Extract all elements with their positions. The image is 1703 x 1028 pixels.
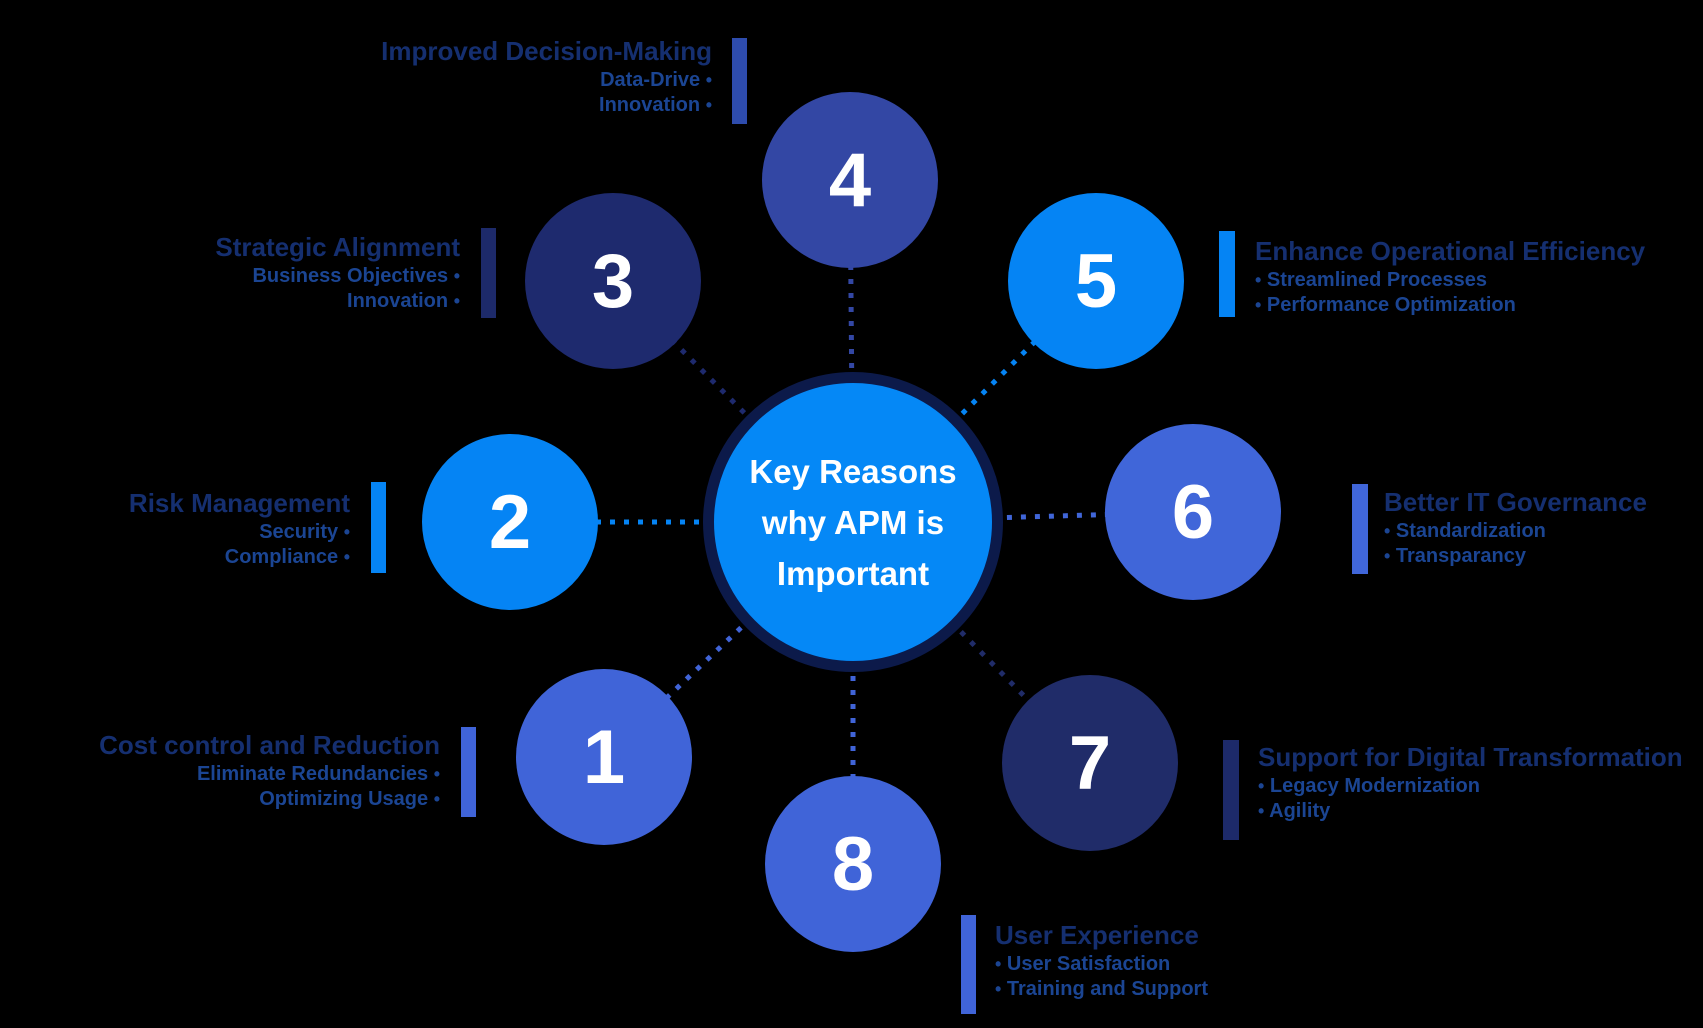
item-bullet: • User Satisfaction xyxy=(995,953,1171,975)
item-circle-3: 3 xyxy=(525,193,701,369)
item-label-1: Cost control and Reduction Eliminate Red… xyxy=(99,730,440,812)
accent-bar-4 xyxy=(732,38,747,124)
item-number-8: 8 xyxy=(831,821,875,907)
item-number-1: 1 xyxy=(582,714,626,800)
item-label-3: Strategic Alignment Business Objectives … xyxy=(215,232,460,314)
center-circle: Key Reasons why APM is Important xyxy=(703,372,1003,672)
item-bullet: • Transparancy xyxy=(1384,545,1526,567)
item-number-3: 3 xyxy=(591,238,635,324)
item-title-1: Cost control and Reduction xyxy=(99,730,440,760)
accent-bar-6 xyxy=(1352,484,1368,574)
item-bullet: • Legacy Modernization xyxy=(1258,775,1480,797)
item-label-8: User Experience • User Satisfaction • Tr… xyxy=(995,920,1208,1002)
accent-bar-7 xyxy=(1223,740,1239,840)
item-bullet: Innovation • xyxy=(599,94,712,116)
item-circle-8: 8 xyxy=(765,776,941,952)
center-title-line-3: Important xyxy=(776,554,930,592)
item-bullet: Innovation • xyxy=(347,290,460,312)
item-bullet: Data-Drive • xyxy=(600,69,712,91)
item-number-7: 7 xyxy=(1068,720,1112,806)
item-circle-4: 4 xyxy=(762,92,938,268)
item-bullet: Business Objectives • xyxy=(252,265,460,287)
item-label-2: Risk Management Security • Compliance • xyxy=(129,488,350,570)
item-bullet: Eliminate Redundancies • xyxy=(196,763,440,785)
item-number-6: 6 xyxy=(1171,469,1215,555)
item-circle-2: 2 xyxy=(422,434,598,610)
item-bullet: • Training and Support xyxy=(995,978,1208,1000)
item-bullet: Security • xyxy=(259,521,350,543)
item-label-4: Improved Decision-Making Data-Drive • In… xyxy=(381,36,712,118)
center-title-line-2: why APM is xyxy=(761,503,945,541)
accent-bar-5 xyxy=(1219,231,1235,317)
accent-bar-2 xyxy=(371,482,386,573)
item-title-4: Improved Decision-Making xyxy=(381,36,712,66)
item-circle-5: 5 xyxy=(1008,193,1184,369)
item-bullet: Compliance • xyxy=(224,546,350,568)
accent-bar-8 xyxy=(961,915,976,1014)
item-number-5: 5 xyxy=(1074,238,1118,324)
item-bullet: Optimizing Usage • xyxy=(259,788,440,810)
item-circle-6: 6 xyxy=(1105,424,1281,600)
item-bullet: • Streamlined Processes xyxy=(1255,269,1487,291)
item-title-3: Strategic Alignment xyxy=(215,232,460,262)
item-title-7: Support for Digital Transformation xyxy=(1258,742,1683,772)
item-number-4: 4 xyxy=(828,137,872,223)
item-bullet: • Performance Optimization xyxy=(1255,294,1516,316)
center-title-line-1: Key Reasons xyxy=(749,452,957,490)
item-label-5: Enhance Operational Efficiency • Streaml… xyxy=(1255,236,1645,318)
item-bullet: • Agility xyxy=(1258,800,1331,822)
item-title-8: User Experience xyxy=(995,920,1199,950)
accent-bar-3 xyxy=(481,228,496,318)
item-bullet: • Standardization xyxy=(1384,520,1546,542)
item-title-5: Enhance Operational Efficiency xyxy=(1255,236,1646,266)
item-circle-7: 7 xyxy=(1002,675,1178,851)
accent-bar-1 xyxy=(461,727,476,817)
item-title-2: Risk Management xyxy=(128,488,350,518)
item-number-2: 2 xyxy=(488,479,532,565)
item-circle-1: 1 xyxy=(516,669,692,845)
item-title-6: Better IT Governance xyxy=(1384,487,1647,517)
item-label-6: Better IT Governance • Standardization •… xyxy=(1384,487,1647,569)
item-label-7: Support for Digital Transformation • Leg… xyxy=(1258,742,1683,824)
